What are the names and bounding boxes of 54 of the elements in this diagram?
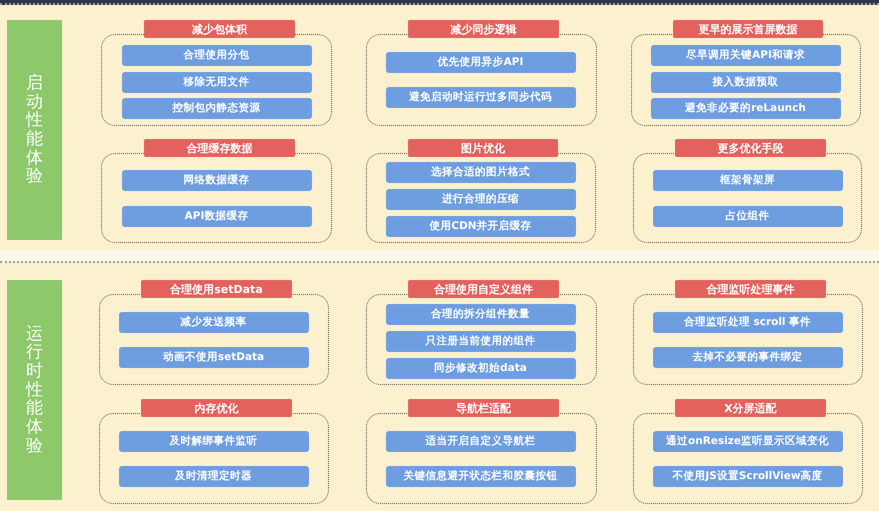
category-header: 合理使用setData — [141, 280, 292, 298]
tip-box: 进行合理的压缩 — [386, 188, 576, 210]
category-header: 合理监听处理事件 — [675, 280, 826, 298]
tip-box: 只注册当前使用的组件 — [386, 330, 576, 352]
category-group-frame — [101, 153, 332, 243]
category-group-frame — [99, 413, 329, 504]
category-group-frame — [633, 153, 862, 243]
category-group-frame — [99, 294, 329, 385]
tip-box: 避免非必要的reLaunch — [650, 98, 840, 118]
category-header: 合理使用自定义组件 — [408, 280, 559, 298]
category-header: X分屏适配 — [675, 399, 826, 417]
tip-box: 占位组件 — [652, 206, 842, 226]
tip-box: 框架骨架屏 — [652, 170, 842, 190]
category-group-frame — [366, 34, 597, 126]
category-group-frame — [366, 413, 597, 504]
tip-box: 合理使用分包 — [122, 44, 312, 66]
section-title-bar: 启动性能体验 — [7, 20, 62, 240]
category-header: 导航栏适配 — [408, 399, 559, 417]
tip-box: 网络数据缓存 — [122, 170, 312, 190]
tip-box: 移除无用文件 — [122, 72, 312, 92]
tip-box: 使用CDN并开启缓存 — [386, 216, 576, 236]
tip-box: 不使用JS设置ScrollView高度 — [652, 466, 842, 486]
tip-box: 接入数据预取 — [650, 72, 840, 92]
tip-box: 合理的拆分组件数量 — [386, 304, 576, 324]
category-header: 合理缓存数据 — [144, 139, 295, 157]
tip-box: 同步修改初始data — [386, 358, 576, 378]
category-group-frame — [101, 34, 332, 126]
category-header: 减少同步逻辑 — [408, 20, 559, 38]
category-group-frame — [633, 294, 863, 385]
tip-box: 尽早调用关键API和请求 — [650, 44, 840, 66]
tip-box: 选择合适的图片格式 — [386, 162, 576, 182]
tip-box: API数据缓存 — [122, 206, 312, 226]
tip-box: 控制包内静态资源 — [122, 98, 312, 118]
category-header: 更早的展示首屏数据 — [673, 20, 823, 38]
tip-box: 通过onResize监听显示区域变化 — [652, 430, 842, 452]
tip-box: 合理监听处理 scroll 事件 — [652, 312, 842, 332]
category-group-frame — [366, 153, 596, 243]
tip-box: 避免启动时运行过多同步代码 — [386, 86, 576, 108]
category-header: 减少包体积 — [144, 20, 295, 38]
category-group-frame — [366, 294, 597, 385]
tip-box: 及时清理定时器 — [118, 466, 308, 486]
category-header: 更多优化手段 — [675, 139, 826, 157]
category-header: 图片优化 — [408, 139, 558, 157]
category-group-frame — [633, 413, 863, 504]
tip-box: 适当开启自定义导航栏 — [386, 430, 576, 452]
category-group-frame — [631, 34, 861, 126]
tip-box: 及时解绑事件监听 — [118, 430, 308, 452]
section-title-bar: 运行时性能体验 — [7, 280, 62, 500]
tip-box: 去掉不必要的事件绑定 — [652, 346, 842, 368]
tip-box: 关键信息避开状态栏和胶囊按钮 — [386, 466, 576, 486]
tip-box: 优先使用异步API — [386, 52, 576, 72]
category-header: 内存优化 — [141, 399, 292, 417]
tip-box: 动画不使用setData — [118, 346, 308, 368]
tip-box: 减少发送频率 — [118, 312, 308, 332]
